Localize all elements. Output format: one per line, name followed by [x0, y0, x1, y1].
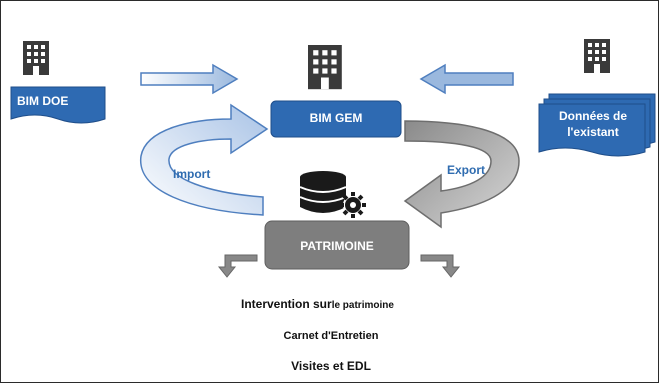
building-icon: [308, 45, 342, 90]
patrimoine-node: [264, 220, 410, 270]
database-gear-icon: [299, 171, 366, 218]
bim-doe-label: BIM DOE: [17, 94, 69, 108]
building-icon: [23, 41, 49, 75]
service-intervention: Intervention surle patrimoine: [241, 297, 394, 311]
import-arrow: [140, 103, 269, 216]
import-label: Import: [173, 167, 211, 181]
export-label: Export: [447, 163, 486, 177]
building-icon: [584, 39, 610, 73]
service-intervention-bold: Intervention sur: [241, 297, 332, 311]
donnees-label-line2: l'existant: [567, 125, 619, 139]
service-intervention-rest: le patrimoine: [331, 300, 394, 311]
donnees-to-gem-arrow: [419, 63, 514, 95]
corner-arrow-icon: [217, 254, 258, 278]
donnees-node: [538, 93, 656, 157]
bim-gem-node: [270, 100, 402, 138]
bim-gem-label: BIM GEM: [309, 111, 363, 125]
bim-doe-node: [10, 86, 106, 124]
service-visites: Visites et EDL: [291, 359, 371, 373]
export-arrow: [403, 120, 520, 229]
corner-arrow-icon: [420, 254, 461, 278]
donnees-label: Données de l'existant: [541, 108, 645, 140]
doe-to-gem-arrow: [140, 63, 239, 95]
donnees-label-line1: Données de: [558, 109, 627, 123]
service-carnet: Carnet d'Entretien: [283, 330, 379, 342]
patrimoine-label: PATRIMOINE: [300, 239, 374, 253]
